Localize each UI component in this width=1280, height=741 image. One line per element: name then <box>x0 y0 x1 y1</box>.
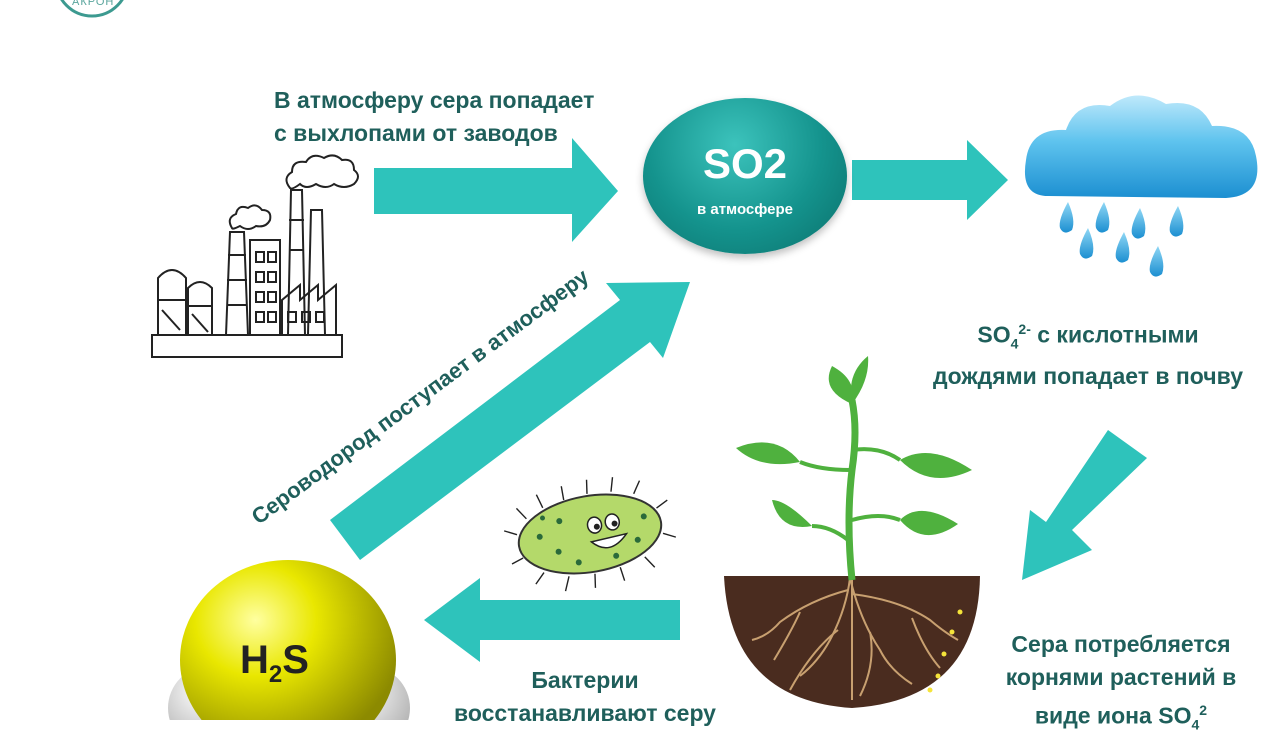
label-rain-line-2: дождями попадает в почву <box>933 363 1243 390</box>
label-rain-line-1-rest: с кислотными <box>1030 321 1199 348</box>
h2s-molecule-icon <box>168 560 410 720</box>
factory-icon <box>151 154 359 358</box>
arrow-plant-to-h2s <box>424 578 680 662</box>
label-rain-to-soil: SO42- с кислотными дождями попадает в по… <box>896 313 1280 393</box>
cycle-arrows <box>330 138 1147 662</box>
logo-text: АКРОН <box>72 0 115 8</box>
h2s-h: H <box>240 638 269 682</box>
label-roots-line-3-sup: 2 <box>1199 702 1208 718</box>
so2-node: SO2 в атмосфере <box>643 98 847 254</box>
bacterium-icon <box>503 477 677 592</box>
plant-icon <box>724 356 980 708</box>
label-factory-line-2: с выхлопами от заводов <box>274 120 558 146</box>
arrow-so2-to-cloud <box>852 140 1008 220</box>
label-factory-to-air: В атмосферу сера попадает с выхлопами от… <box>274 84 674 150</box>
arrow-rain-to-plant <box>1022 430 1147 580</box>
arrow-factory-to-so2 <box>374 138 618 242</box>
h2s-sub: 2 <box>268 661 283 688</box>
h2s-formula: H2S <box>240 638 309 689</box>
so2-formula: SO2 <box>702 140 788 187</box>
so2-caption: в атмосфере <box>696 201 794 218</box>
so4-ion-sup: 2- <box>1018 321 1031 337</box>
arrow-h2s-to-so2 <box>330 282 690 560</box>
label-factory-line-1: В атмосферу сера попадает <box>274 87 595 113</box>
logo-ring-icon <box>60 0 124 18</box>
label-roots-line-2: корнями растений в <box>1005 664 1237 690</box>
rain-cloud-icon <box>1024 95 1258 277</box>
label-roots-line-1: Сера потребляется <box>1011 631 1231 657</box>
h2s-s: S <box>282 638 309 682</box>
logo: АКРОН <box>52 0 132 20</box>
label-roots: Сера потребляется корнями растений в вид… <box>976 628 1266 741</box>
so4-ion: SO <box>977 321 1011 348</box>
label-rain-line-1: SO42- с кислотными <box>896 313 1280 360</box>
label-bacteria-line-1: Бактерии <box>531 667 639 693</box>
so4-ion-sub: 4 <box>1010 335 1019 352</box>
